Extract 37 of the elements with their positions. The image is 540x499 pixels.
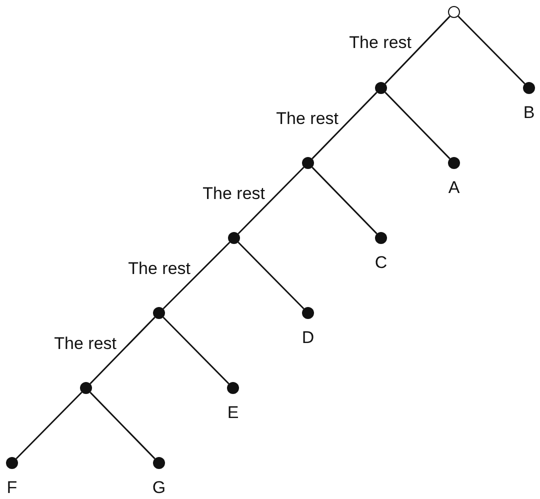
edge-label: The rest (202, 184, 265, 202)
leaf-node-dot (375, 82, 387, 94)
edge-label: The rest (276, 110, 338, 126)
branch-line (90, 392, 156, 460)
leaf-node-dot (153, 307, 165, 319)
branch-line (312, 166, 378, 234)
root-node-circle (448, 6, 460, 18)
edge-label: The rest (54, 334, 116, 352)
leaf-node-dot (375, 232, 387, 244)
leaf-node-dot (448, 157, 460, 169)
branch-line (238, 242, 304, 310)
leaf-label: E (227, 404, 239, 421)
leaf-label: D (302, 329, 314, 346)
branch-line (458, 16, 526, 84)
leaf-label: B (523, 104, 535, 121)
branch-line (16, 392, 82, 460)
branch-line (384, 16, 450, 84)
branch-line (162, 242, 230, 310)
leaf-label: G (152, 479, 166, 496)
leaf-label: F (6, 479, 18, 496)
leaf-node-dot (302, 307, 314, 319)
edge-label: The rest (128, 260, 190, 276)
leaf-node-dot (6, 457, 18, 469)
leaf-node-dot (80, 382, 92, 394)
leaf-node-dot (523, 82, 535, 94)
branch-line (162, 316, 230, 384)
leaf-node-dot (228, 232, 240, 244)
edge-label: The rest (349, 34, 412, 51)
leaf-node-dot (302, 157, 314, 169)
leaf-node-dot (153, 457, 165, 469)
leaf-label: C (374, 254, 388, 271)
branch-line (238, 166, 304, 234)
branch-line (90, 316, 156, 384)
branch-line (312, 92, 378, 160)
leaf-label: A (448, 179, 460, 196)
branch-line (384, 92, 450, 160)
leaf-node-dot (227, 382, 239, 394)
